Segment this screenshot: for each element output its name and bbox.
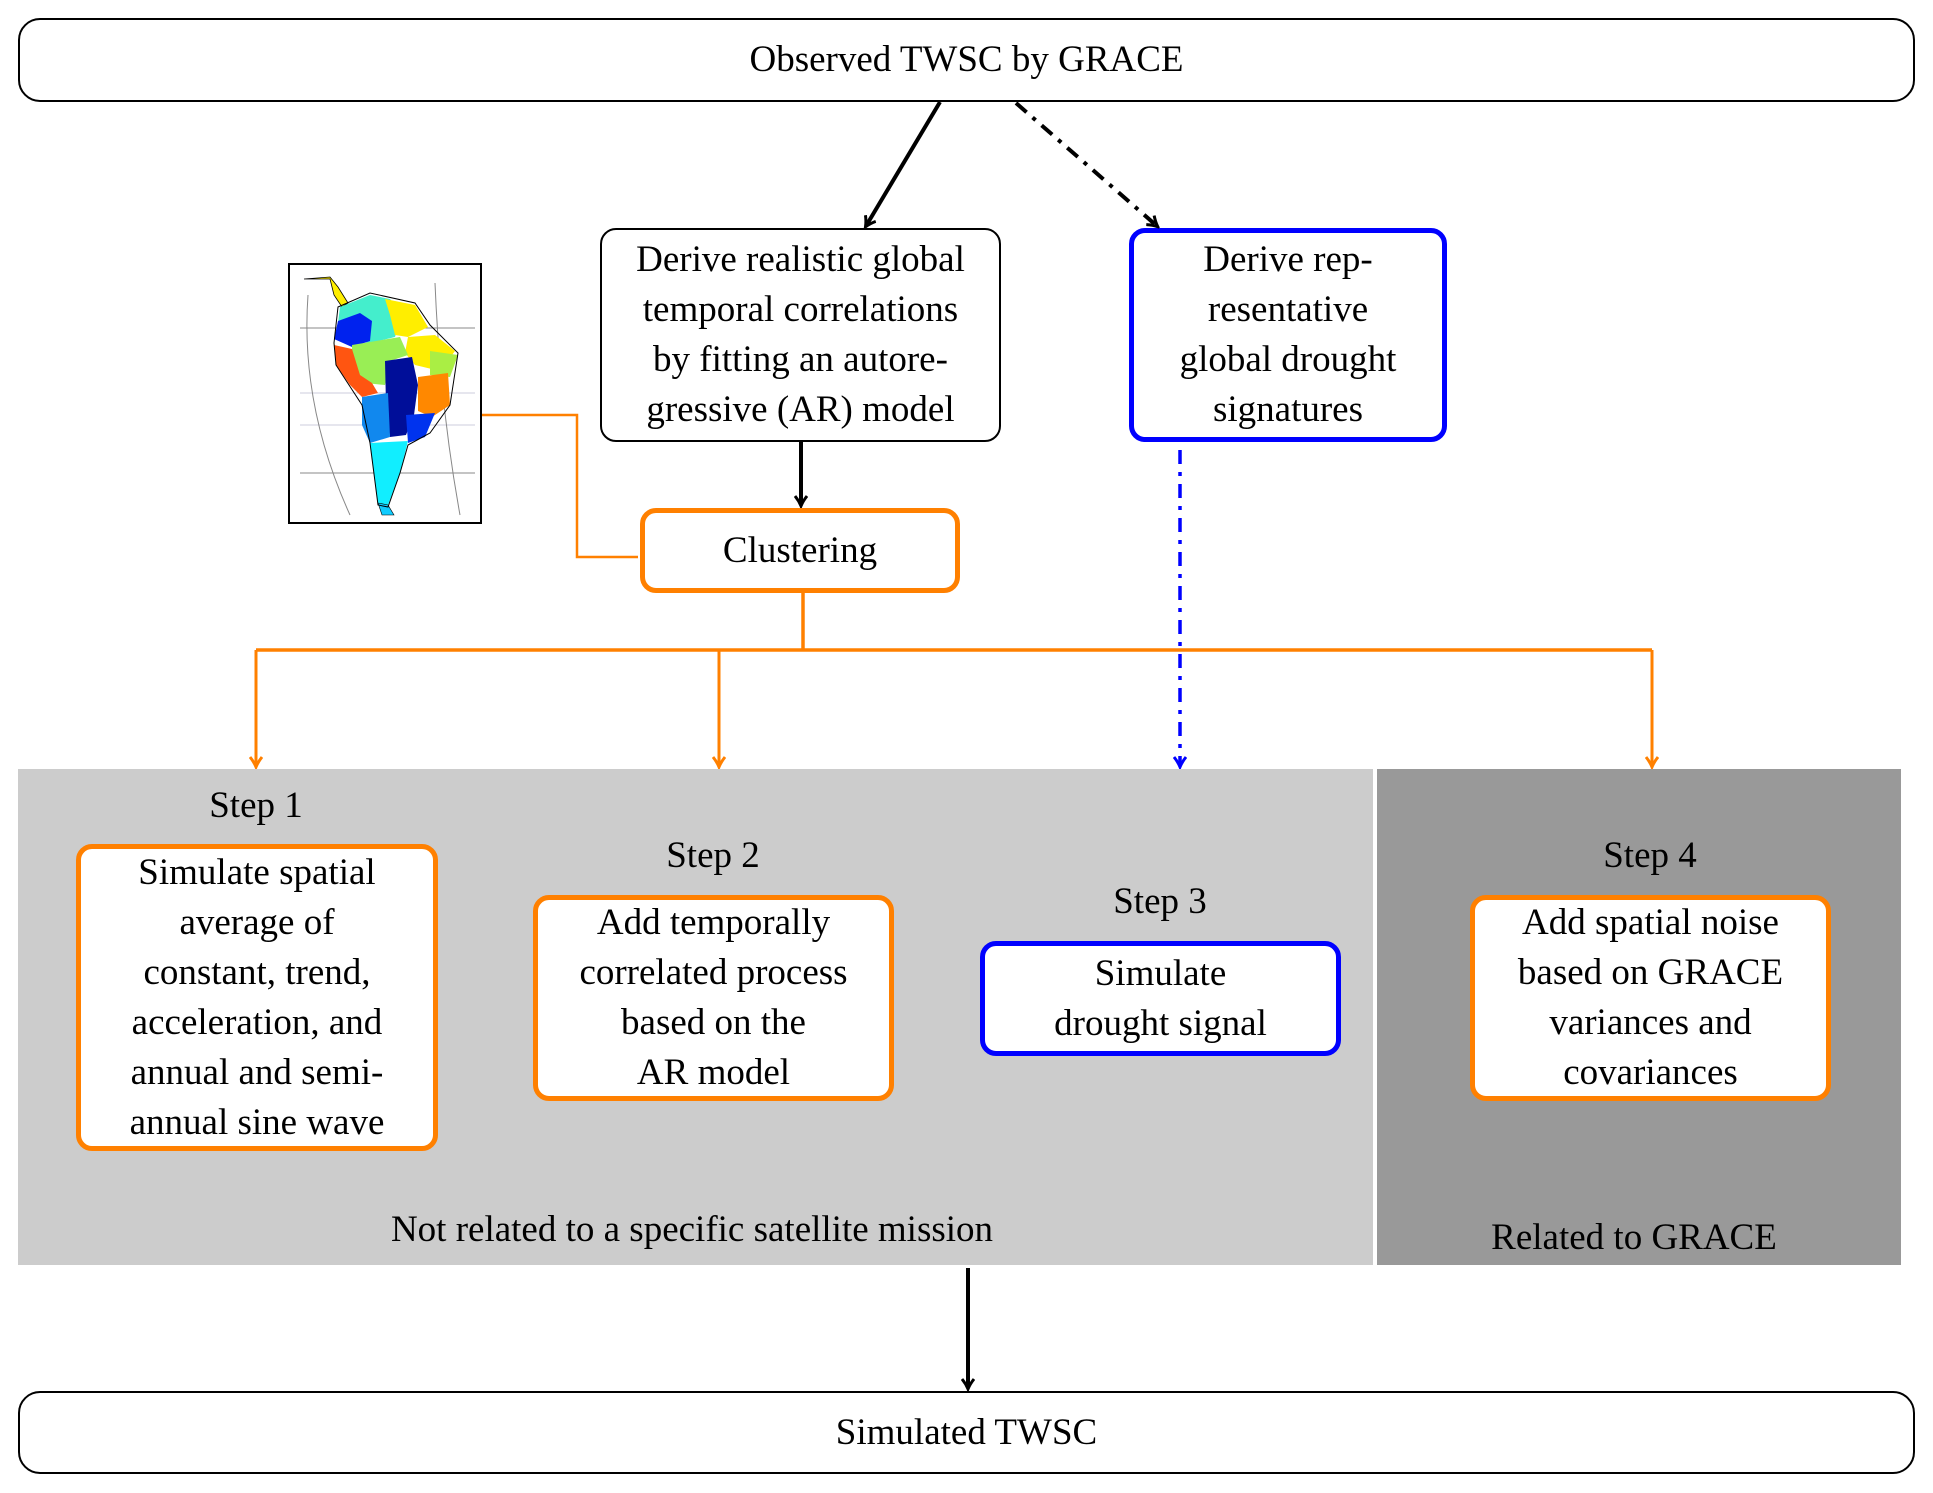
- observed-twsc-box: Observed TWSC by GRACE: [18, 18, 1915, 102]
- step-1-title: Step 1: [209, 785, 303, 826]
- ar-box-line: temporal correlations: [642, 289, 959, 330]
- related-grace-caption: Related to GRACE: [1491, 1217, 1777, 1258]
- step-4-box: Add spatial noise based on GRACE varianc…: [1470, 895, 1831, 1101]
- step-2-line: correlated process: [579, 952, 848, 993]
- step-1-line: average of: [179, 901, 335, 943]
- step-2-line: based on the: [621, 1002, 806, 1043]
- step-3-line: drought signal: [1054, 1002, 1267, 1044]
- step-4-line: covariances: [1563, 1052, 1738, 1093]
- step-2-title: Step 2: [666, 835, 760, 876]
- simulated-twsc-label: Simulated TWSC: [835, 1411, 1098, 1453]
- arrow-observed-to-ar: [866, 100, 942, 226]
- clustering-box: Clustering: [640, 508, 960, 593]
- step-1-box: Simulate spatial average of constant, tr…: [76, 844, 438, 1151]
- drought-box-line: resentative: [1207, 289, 1369, 330]
- step-3-line: Simulate: [1094, 952, 1227, 994]
- step-1-line: acceleration, and: [131, 1001, 383, 1043]
- cluster-map-image: [288, 263, 482, 524]
- drought-box-line: signatures: [1212, 389, 1364, 430]
- derive-drought-signatures-box: Derive rep- resentative global drought s…: [1129, 228, 1447, 442]
- step-3-title: Step 3: [1113, 881, 1207, 922]
- step-2-line: Add temporally: [596, 902, 831, 943]
- ar-box-line: by fitting an autore-: [653, 339, 948, 380]
- step-3-box: Simulate drought signal: [980, 941, 1341, 1056]
- drought-box-line: global drought: [1179, 339, 1397, 380]
- step-2-box: Add temporally correlated process based …: [533, 895, 894, 1101]
- observed-twsc-label: Observed TWSC by GRACE: [749, 39, 1184, 80]
- simulated-twsc-box: Simulated TWSC: [18, 1391, 1915, 1474]
- step-4-line: Add spatial noise: [1522, 902, 1779, 943]
- step-1-line: constant, trend,: [143, 951, 371, 993]
- step-1-line: annual sine wave: [129, 1101, 385, 1143]
- ar-box-line: gressive (AR) model: [646, 389, 955, 430]
- arrow-observed-to-drought: [1014, 101, 1157, 226]
- step-4-line: based on GRACE: [1517, 952, 1784, 993]
- step-1-line: annual and semi-: [130, 1051, 384, 1093]
- step-4-title: Step 4: [1603, 835, 1697, 876]
- ar-box-line: Derive realistic global: [636, 239, 965, 280]
- south-america-cluster-map-icon: [300, 276, 475, 516]
- not-related-caption: Not related to a specific satellite miss…: [390, 1209, 994, 1250]
- step-2-line: AR model: [636, 1052, 791, 1093]
- step-1-line: Simulate spatial: [138, 851, 376, 893]
- step-4-line: variances and: [1549, 1002, 1752, 1043]
- derive-ar-correlations-box: Derive realistic global temporal correla…: [600, 228, 1001, 442]
- clustering-label: Clustering: [722, 529, 878, 571]
- drought-box-line: Derive rep-: [1203, 239, 1373, 280]
